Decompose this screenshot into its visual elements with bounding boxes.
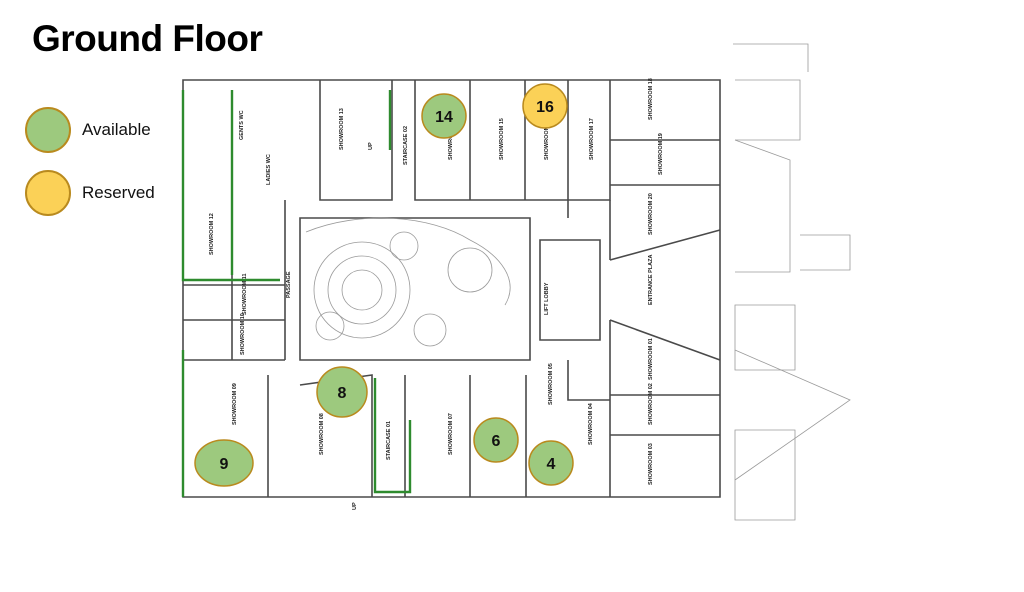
room-label-showroom-04: SHOWROOM 04 — [588, 402, 594, 445]
room-label-showroom-02: SHOWROOM 02 — [648, 383, 654, 425]
unit-marker-label: 6 — [492, 433, 501, 450]
room-label-showroom-16: SHOWROOM 16 — [544, 118, 550, 160]
page-title: Ground Floor — [32, 18, 263, 59]
room-label-showroom-07: SHOWROOM 07 — [448, 413, 454, 455]
unit-marker-16[interactable]: 16 — [522, 83, 568, 129]
unit-marker-14[interactable]: 14 — [421, 93, 467, 139]
room-label-passage: PASSAGE — [286, 271, 292, 298]
room-label-showroom-15: SHOWROOM 15 — [499, 118, 505, 160]
room-label-showroom-11: SHOWROOM 11 — [242, 273, 248, 315]
unit-marker-label: 8 — [338, 385, 347, 402]
unit-marker-9[interactable]: 9 — [194, 439, 254, 487]
unit-marker-4[interactable]: 4 — [528, 440, 574, 486]
atrium-curves — [305, 217, 511, 347]
legend-label-reserved: Reserved — [82, 183, 155, 202]
room-label-showroom-20: SHOWROOM 20 — [648, 193, 654, 235]
room-label-showroom-14: SHOWROOM 14 — [448, 117, 454, 160]
right-annex — [733, 43, 851, 521]
unit-marker-label: 4 — [547, 456, 556, 473]
room-label-ladies-wc: LADIES WC — [266, 154, 272, 185]
reserved-swatch — [25, 170, 71, 216]
room-label-showroom-17: SHOWROOM 17 — [589, 118, 595, 160]
room-label-showroom-19: SHOWROOM 19 — [658, 133, 664, 175]
room-label-showroom-09: SHOWROOM 09 — [232, 383, 238, 425]
unit-marker-8[interactable]: 8 — [316, 366, 368, 418]
room-label-showroom-10: SHOWROOM 10 — [240, 313, 246, 355]
room-label-gents-wc: GENTS WC — [239, 110, 245, 140]
room-labels: SHOWROOM 13 STAIRCASE 02 SHOWROOM 14 SHO… — [209, 78, 664, 510]
legend-label-available: Available — [82, 120, 151, 139]
unit-marker-label: 9 — [220, 456, 229, 473]
room-label-showroom-01: SHOWROOM 01 — [648, 338, 654, 380]
room-label-entrance-plaza: ENTRANCE PLAZA — [648, 255, 654, 305]
unit-marker-label: 14 — [435, 109, 453, 126]
outer-walls — [182, 79, 721, 498]
room-label-showroom-18: SHOWROOM 18 — [648, 78, 654, 120]
legend-item-available: Available — [25, 107, 151, 153]
room-label-showroom-13: SHOWROOM 13 — [339, 108, 345, 150]
unit-marker-6[interactable]: 6 — [473, 417, 519, 463]
room-label-showroom-12: SHOWROOM 12 — [209, 213, 215, 255]
room-label-up-top: UP — [368, 142, 374, 150]
room-label-lift-lobby: LIFT LOBBY — [544, 282, 550, 315]
unit-markers: 14 16 8 9 6 4 — [194, 83, 574, 487]
room-label-up-bottom: UP — [352, 502, 358, 510]
room-label-showroom-05: SHOWROOM 05 — [548, 363, 554, 405]
room-label-staircase-02: STAIRCASE 02 — [403, 126, 409, 165]
room-label-showroom-08: SHOWROOM 08 — [319, 413, 325, 455]
room-label-staircase-01: STAIRCASE 01 — [386, 421, 392, 460]
legend-item-reserved: Reserved — [25, 170, 155, 216]
available-swatch — [25, 107, 71, 153]
green-walls — [181, 90, 412, 497]
unit-marker-label: 16 — [536, 99, 554, 116]
room-label-showroom-03: SHOWROOM 03 — [648, 443, 654, 485]
